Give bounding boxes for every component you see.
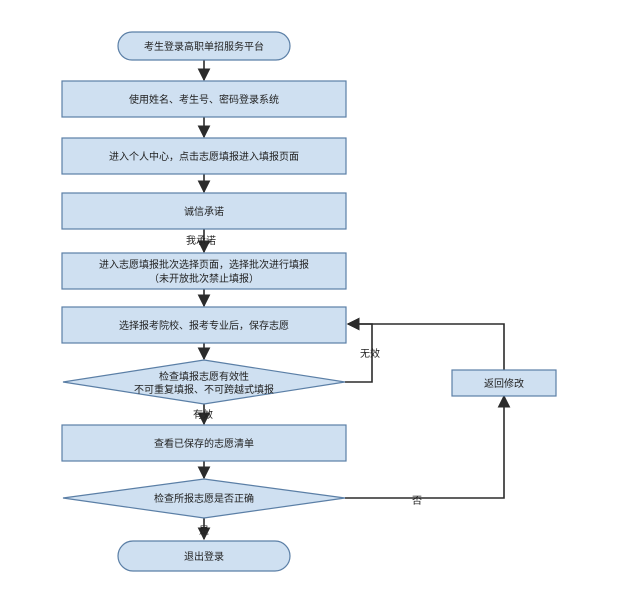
select-batch-label-line2: （未开放批次禁止填报） [149, 272, 259, 285]
view-list-label: 查看已保存的志愿清单 [154, 437, 254, 450]
select-batch-node [61, 252, 347, 290]
check-valid-decision [62, 359, 346, 405]
login-node [61, 80, 347, 118]
edge-return-to-choose [346, 317, 505, 370]
edge-label-no: 否 [412, 495, 422, 507]
check-valid-label-line1: 检查填报志愿有效性 [159, 370, 249, 383]
return-edit-label: 返回修改 [484, 377, 524, 390]
edges [197, 60, 511, 541]
node-labels: 考生登录高职单招服务平台 使用姓名、考生号、密码登录系统 进入个人中心，点击志愿… [99, 40, 524, 563]
personal-center-label: 进入个人中心，点击志愿填报进入填报页面 [109, 150, 299, 163]
end-node [117, 540, 291, 572]
start-node [117, 31, 291, 61]
return-edit-node [451, 369, 557, 397]
end-label: 退出登录 [184, 550, 224, 563]
choose-node [61, 306, 347, 344]
choose-label: 选择报考院校、报考专业后，保存志愿 [119, 319, 289, 332]
login-label: 使用姓名、考生号、密码登录系统 [129, 93, 279, 106]
check-correct-decision [62, 478, 346, 519]
promise-label: 诚信承诺 [184, 206, 224, 218]
edge-no-to-return [345, 394, 511, 499]
edge-label-yes: 是 [199, 525, 209, 537]
view-list-node [61, 424, 347, 462]
promise-node [61, 192, 347, 230]
edge-label-promised: 我承诺 [186, 235, 216, 247]
personal-center-node [61, 137, 347, 175]
start-label: 考生登录高职单招服务平台 [144, 40, 264, 53]
check-valid-label-line2: 不可重复填报、不可跨越式填报 [134, 383, 274, 396]
edge-label-valid: 有效 [193, 408, 213, 421]
check-correct-label: 检查所报志愿是否正确 [154, 492, 254, 505]
select-batch-label-line1: 进入志愿填报批次选择页面，选择批次进行填报 [99, 258, 309, 271]
edge-label-invalid: 无效 [360, 347, 380, 360]
edge-labels: 我承诺 无效 有效 否 是 [186, 235, 422, 537]
nodes [61, 31, 557, 572]
